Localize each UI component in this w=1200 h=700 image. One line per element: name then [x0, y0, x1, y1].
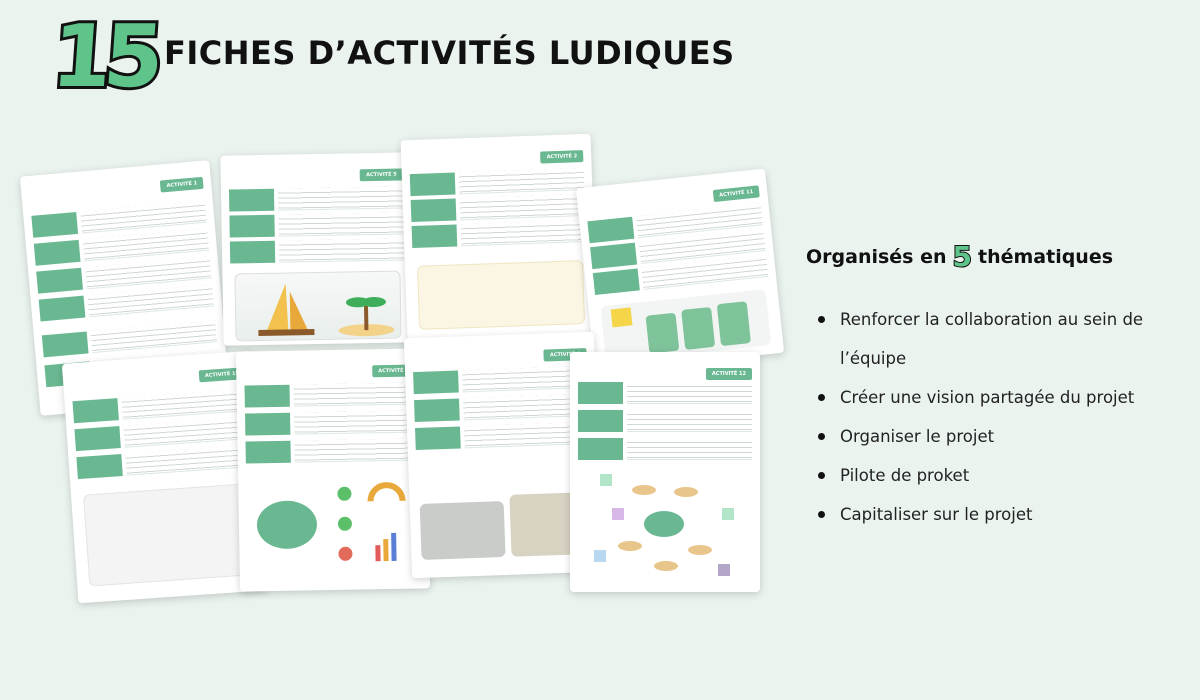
themes-heading-suffix: thématiques: [978, 246, 1114, 268]
activity-page-13: ACTIVITÉ 13: [235, 348, 431, 592]
list-item: Pilote de proket: [816, 456, 1186, 495]
activity-tag: ACTIVITÉ 1: [160, 176, 204, 193]
boat-island-illustration: [234, 270, 402, 342]
activity-tag: ACTIVITÉ 11: [712, 185, 760, 203]
themes-list: Renforcer la collaboration au sein de l’…: [816, 300, 1186, 534]
list-item: Organiser le projet: [816, 417, 1186, 456]
list-item: Capitaliser sur le projet: [816, 495, 1186, 534]
activity-page-5: ACTIVITÉ 5: [220, 152, 414, 346]
vision-collage-illustration: [83, 483, 256, 587]
activity-tag: ACTIVITÉ 12: [705, 368, 752, 380]
gauge-checklist-icon: [256, 482, 406, 562]
activity-tag: ACTIVITÉ 5: [360, 168, 403, 182]
hats-icon: [594, 474, 734, 576]
photo-cards: [419, 501, 506, 560]
list-item: Renforcer la collaboration au sein de l’…: [816, 300, 1186, 378]
kanban-icon: [610, 301, 751, 354]
page-title: FICHES D’ACTIVITÉS LUDIQUES: [164, 34, 735, 72]
sailboat-icon: [258, 283, 395, 337]
themes-count: 5: [951, 240, 973, 273]
list-item: Créer une vision partagée du projet: [816, 378, 1186, 417]
big-number-15: 15: [46, 4, 163, 110]
hats-mindmap: [582, 468, 748, 580]
situations-diagram: [250, 471, 418, 574]
notes-illustration: [416, 260, 586, 330]
activity-page-11: ACTIVITÉ 11: [575, 168, 785, 373]
themes-heading: Organisés en 5 thématiques: [806, 240, 1114, 273]
themes-heading-prefix: Organisés en: [806, 246, 947, 268]
board-illustration: [600, 289, 772, 363]
activity-tag: ACTIVITÉ 2: [540, 150, 584, 164]
activity-page-2: ACTIVITÉ 2: [400, 133, 598, 341]
activity-page-12: ACTIVITÉ 12: [570, 352, 760, 592]
